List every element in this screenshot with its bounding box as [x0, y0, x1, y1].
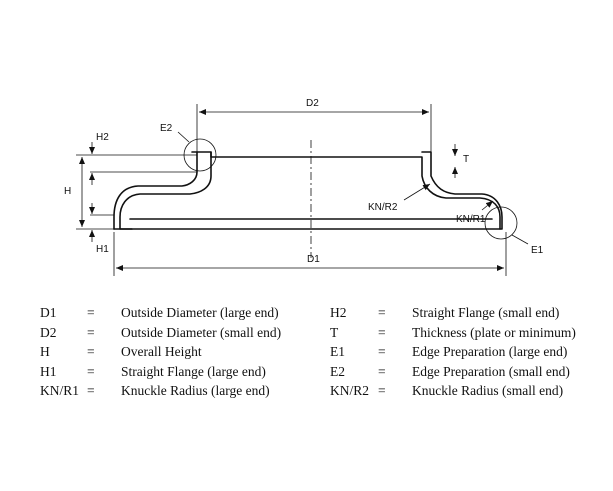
legend-description: Thickness (plate or minimum) — [412, 324, 576, 340]
legend-row: KN/R2 = Knuckle Radius (small end) — [330, 381, 576, 401]
legend-row: KN/R1 = Knuckle Radius (large end) — [40, 381, 281, 401]
legend-row: T = Thickness (plate or minimum) — [330, 323, 576, 343]
legend-description: Outside Diameter (large end) — [121, 305, 279, 320]
t-label: T — [463, 154, 469, 165]
kn-r1-label: KN/R1 — [456, 214, 486, 225]
legend-symbol: T — [330, 324, 339, 340]
legend-symbol: D1 — [40, 305, 57, 320]
legend-symbol: KN/R2 — [330, 383, 370, 399]
legend-description: Knuckle Radius (small end) — [412, 383, 564, 399]
legend-description: Overall Height — [121, 344, 202, 360]
legend-equals: = — [87, 383, 95, 399]
legend-description: Edge Preparation (large end) — [412, 344, 568, 360]
legend-symbol: H — [40, 344, 50, 360]
h-label: H — [64, 186, 71, 197]
legend-equals: = — [378, 363, 386, 379]
legend-equals: = — [378, 305, 386, 320]
head-profile — [113, 151, 503, 230]
legend-equals: = — [378, 324, 386, 340]
h1-label: H1 — [96, 244, 109, 255]
e2-label: E2 — [160, 123, 173, 134]
legend-equals: = — [378, 344, 386, 360]
h2-label: H2 — [96, 132, 109, 143]
legend-equals: = — [87, 305, 95, 320]
d2-dimension — [196, 104, 432, 152]
legend-row: E1 = Edge Preparation (large end) — [330, 342, 576, 362]
legend-symbol: H1 — [40, 363, 57, 379]
d2-label: D2 — [306, 98, 319, 109]
d1-label: D1 — [307, 254, 320, 265]
legend-description: Straight Flange (small end) — [412, 305, 560, 320]
height-dimensions — [76, 142, 197, 242]
legend-row: D2 = Outside Diameter (small end) — [40, 323, 281, 343]
legend-equals: = — [378, 383, 386, 399]
e2-detail-circle — [183, 138, 217, 172]
legend-description: Knuckle Radius (large end) — [121, 383, 270, 399]
kn-r1-leader — [481, 200, 494, 211]
legend-symbol: E2 — [330, 363, 345, 379]
e1-leader — [511, 234, 529, 245]
legend-row: D1 = Outside Diameter (large end) — [40, 303, 281, 323]
e1-detail-circle — [484, 206, 518, 240]
kn-r2-label: KN/R2 — [368, 202, 398, 213]
legend-row: H1 = Straight Flange (large end) — [40, 362, 281, 382]
legend-symbol: E1 — [330, 344, 345, 360]
legend-symbol: KN/R1 — [40, 383, 80, 399]
legend-symbol: D2 — [40, 324, 57, 340]
legend-equals: = — [87, 363, 95, 379]
legend-equals: = — [87, 324, 95, 340]
legend-description: Edge Preparation (small end) — [412, 363, 570, 379]
legend-row: H2 = Straight Flange (small end) — [330, 303, 576, 323]
legend-description: Outside Diameter (small end) — [121, 324, 282, 340]
legend-right: H2 = Straight Flange (small end) T = Thicknes… — [330, 303, 576, 401]
legend-left: D1 = Outside Diameter (large end) D2 = Outsid… — [40, 303, 281, 401]
legend-row: H = Overall Height — [40, 342, 281, 362]
e2-leader — [177, 131, 190, 143]
kn-r2-leader — [403, 183, 431, 201]
legend-description: Straight Flange (large end) — [121, 363, 266, 379]
e1-label: E1 — [531, 245, 544, 256]
legend-equals: = — [87, 344, 95, 360]
legend-row: E2 = Edge Preparation (small end) — [330, 362, 576, 382]
legend-symbol: H2 — [330, 305, 347, 320]
d1-dimension — [113, 232, 507, 276]
